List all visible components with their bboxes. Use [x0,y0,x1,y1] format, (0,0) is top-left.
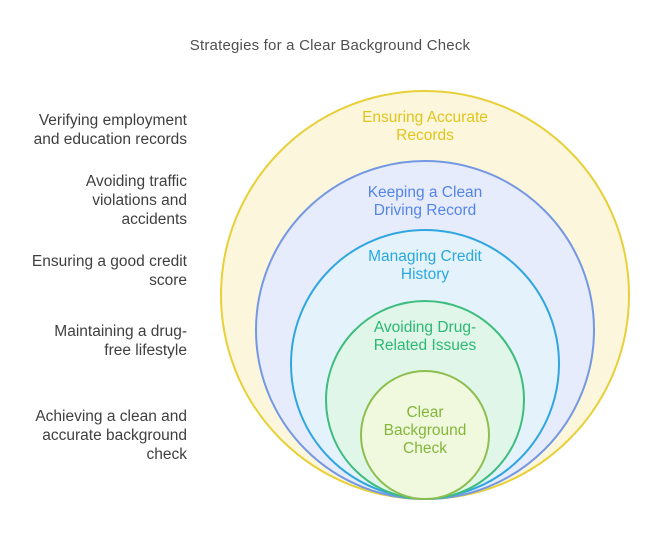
side-label-drug-issues: Maintaining a drug- free lifestyle [54,323,187,359]
ring-label-accurate-records: Ensuring Accurate Records [362,109,488,144]
ring-label-driving-record: Keeping a Clean Driving Record [367,184,483,219]
side-label-credit-history: Ensuring a good credit score [31,253,187,289]
diagram-title: Strategies for a Clear Background Check [189,37,471,54]
ring-label-background-check: Clear Background Check [383,404,467,457]
circle-background-check [360,370,490,500]
side-label-accurate-records: Verifying employment and education recor… [33,112,187,148]
ring-label-drug-issues: Avoiding Drug- Related Issues [373,319,477,354]
ring-label-credit-history: Managing Credit History [368,248,482,283]
side-label-background-check: Achieving a clean and accurate backgroun… [35,408,187,463]
side-label-driving-record: Avoiding traffic violations and accident… [85,173,187,228]
